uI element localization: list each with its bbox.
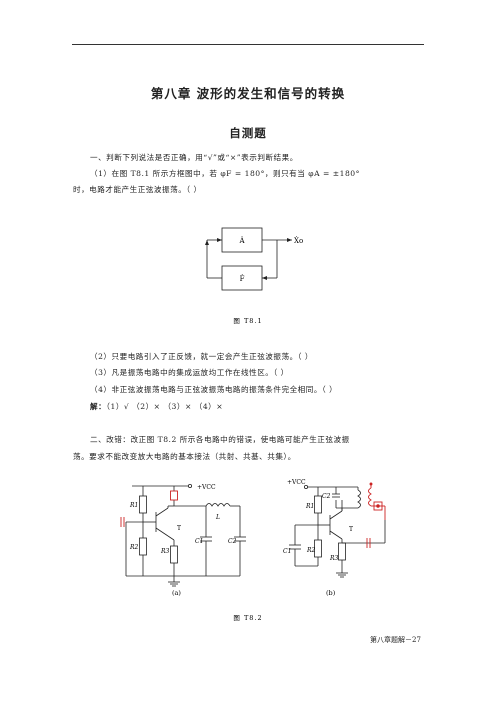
a-t-label: T bbox=[177, 525, 181, 532]
b-circuit-label: (b) bbox=[326, 589, 336, 597]
block-a-label: Ȧ bbox=[238, 236, 245, 245]
b-r3 bbox=[338, 542, 346, 561]
output-label: Ẋo bbox=[294, 236, 303, 245]
circuit-a bbox=[125, 483, 246, 587]
b-r2-label: R2 bbox=[306, 547, 316, 554]
a-vcc-label: +VCC bbox=[197, 484, 216, 491]
figure-t8-2-caption: 图 T8.2 bbox=[233, 614, 262, 622]
a-l-label: L bbox=[215, 514, 220, 521]
b-c1-label: C1 bbox=[283, 548, 291, 555]
page-footer: 第八章题解－27 bbox=[370, 636, 421, 644]
chapter-title: 第八章 波形的发生和信号的转换 bbox=[150, 86, 346, 101]
q1-item1-line1: （1）在图 T8.1 所示方框图中，若 φF = 180°，则只有当 φA = … bbox=[90, 169, 360, 178]
a-r1-label: R1 bbox=[129, 502, 138, 509]
b-vcc-label: +VCC bbox=[287, 479, 306, 486]
b-t-label: T bbox=[349, 526, 353, 533]
q2-line2: 荡。要求不能改变放大电路的基本接法（共射、共基、共集）。 bbox=[73, 452, 296, 461]
section-title: 自测题 bbox=[229, 126, 267, 140]
answer-values: （1）√ （2）× （3）× （4）× bbox=[106, 402, 224, 411]
q2-line1: 二、改错：改正图 T8.2 所示各电路中的错误，使电路可能产生正弦波振 bbox=[90, 435, 350, 444]
q1-item4: （4）非正弦波振荡电路与正弦波振荡电路的振荡条件完全相同。（ ） bbox=[90, 385, 338, 394]
b-correction-dot-box bbox=[373, 501, 383, 511]
a-r3 bbox=[170, 545, 178, 564]
a-r1 bbox=[139, 495, 147, 514]
answer-label: 解： bbox=[90, 402, 107, 411]
figure-t8-1-caption: 图 T8.1 bbox=[233, 317, 262, 325]
circuit-b bbox=[289, 484, 386, 578]
a-c1-label: C1 bbox=[195, 538, 203, 545]
b-c2-label: C2 bbox=[322, 493, 331, 500]
header-rule bbox=[72, 44, 424, 45]
a-correction-resistor bbox=[170, 490, 178, 501]
q1-intro: 一、判断下列说法是否正确，用“√”或“×”表示判断结果。 bbox=[90, 153, 298, 162]
b-coil-primary bbox=[357, 489, 361, 509]
b-r1-label: R1 bbox=[305, 503, 314, 510]
q1-answer: 解：（1）√ （2）× （3）× （4）× bbox=[90, 401, 223, 412]
q1-item2: （2）只要电路引入了正反馈，就一定会产生正弦波振荡。（ ） bbox=[90, 352, 313, 361]
b-r2 bbox=[314, 539, 322, 558]
a-c2-label: C2 bbox=[228, 538, 237, 545]
q1-item3: （3）凡是振荡电路中的集成运放均工作在线性区。（ ） bbox=[90, 368, 289, 377]
a-r3-label: R3 bbox=[160, 548, 170, 555]
b-r3-label: R3 bbox=[329, 555, 339, 562]
block-f-label: Ḟ bbox=[240, 274, 245, 283]
b-correction-coil bbox=[368, 487, 372, 507]
a-circuit-label: (a) bbox=[172, 589, 181, 597]
a-inductor-l bbox=[205, 503, 231, 507]
a-r2 bbox=[139, 537, 147, 556]
q1-item1-line2: 时，电路才能产生正弦波振荡。（ ） bbox=[73, 185, 202, 194]
b-r1 bbox=[314, 495, 322, 514]
a-r2-label: R2 bbox=[129, 544, 139, 551]
